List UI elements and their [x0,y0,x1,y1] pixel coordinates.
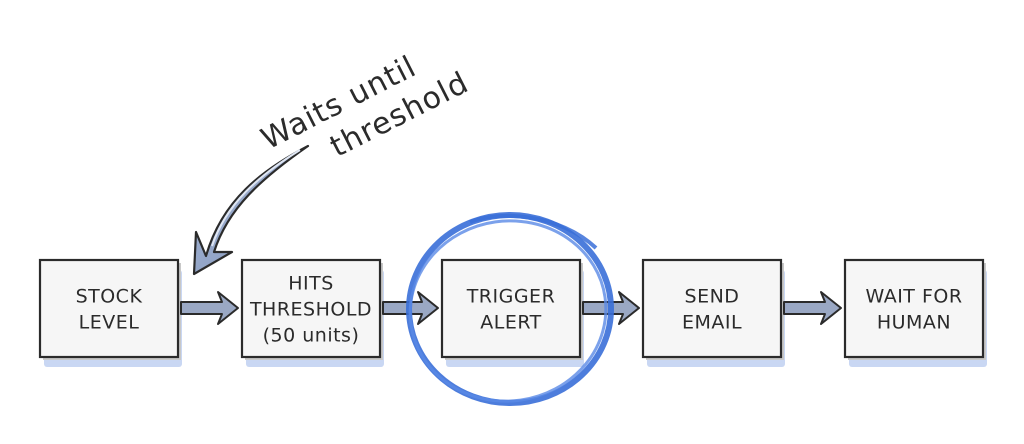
step-label-4-line1: SEND [685,286,740,308]
connector-arrow-1 [180,291,239,325]
step-box-3: TRIGGER ALERT [440,258,584,367]
arrow-shape [180,291,239,325]
steps-layer: STOCK LEVEL HITS THRESHOLD (50 units) TRIGGER… [38,258,987,367]
step-label-5-line2: HUMAN [877,312,951,334]
step-label-1-line1: STOCK [76,286,143,308]
step-box-5: WAIT FOR HUMAN [843,258,987,367]
step-label-5-line1: WAIT FOR [865,286,962,308]
box-face [38,258,180,359]
step-label-2-line1: HITS [288,273,334,295]
step-label-1-line2: LEVEL [79,312,140,334]
step-label-3-line2: ALERT [480,312,542,334]
step-label-4-line2: EMAIL [682,312,742,334]
box-face [641,258,783,359]
step-box-4: SEND EMAIL [641,258,785,367]
annotation: Waits until threshold [256,49,475,164]
step-label-2-line2: THRESHOLD [249,299,372,321]
box-face [240,258,382,359]
step-label-3-line1: TRIGGER [466,286,556,308]
step-box-2: HITS THRESHOLD (50 units) [240,258,384,367]
step-label-2-line3: (50 units) [263,325,360,347]
box-face [843,258,985,359]
arrow-shape [783,291,842,325]
connector-arrow-4 [783,291,842,325]
annotation-curved-arrow [192,144,310,276]
highlight-circle [406,212,614,406]
step-box-1: STOCK LEVEL [38,258,182,367]
box-face [440,258,582,359]
